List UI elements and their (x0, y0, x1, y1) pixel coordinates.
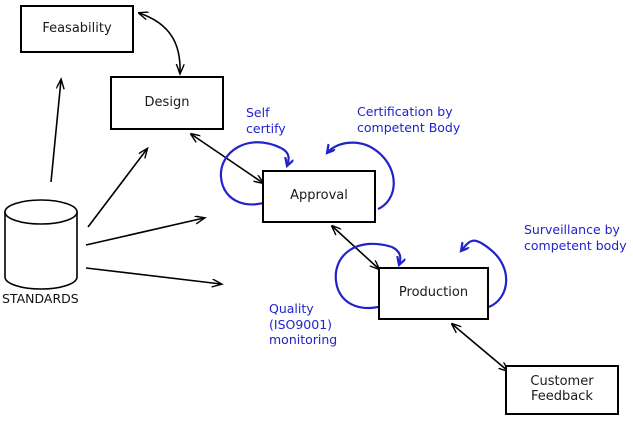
node-feasability-label: Feasability (42, 20, 112, 36)
loop-label-quality-monitoring: Quality (ISO9001) monitoring (269, 301, 338, 348)
loop-arc-certification-competent-body (327, 141, 395, 211)
node-design[interactable]: Design (110, 76, 224, 130)
arrow-standards-to-production (85, 267, 221, 284)
loop-label-self-certify: Self certify (246, 105, 286, 136)
node-customer-feedback[interactable]: Customer Feedback (505, 365, 619, 415)
arrow-design-approval (191, 134, 263, 183)
node-production[interactable]: Production (378, 267, 489, 320)
node-approval-label: Approval (290, 188, 348, 204)
arrow-production-customer-feedback (452, 324, 508, 371)
loop-label-surveillance-competent-body: Surveillance by competent body (524, 222, 627, 253)
node-customer-feedback-label: Customer Feedback (530, 374, 594, 404)
loop-arc-quality-monitoring (334, 242, 401, 310)
loop-arc-self-certify (219, 141, 289, 206)
loop-arc-surveillance-competent-body (461, 239, 508, 309)
arrow-standards-to-approval (85, 218, 204, 246)
loop-label-certification-competent-body: Certification by competent Body (357, 104, 461, 135)
node-approval[interactable]: Approval (262, 170, 376, 223)
node-feasability[interactable]: Feasability (20, 5, 134, 53)
arrow-standards-to-design (87, 149, 147, 228)
node-production-label: Production (398, 285, 469, 301)
arrow-feasability-design (139, 13, 180, 73)
standards-store-label: STANDARDS (2, 291, 79, 306)
standards-cylinder-shape (4, 199, 78, 290)
arrow-standards-to-feasability (50, 80, 61, 183)
node-design-label: Design (144, 94, 190, 110)
